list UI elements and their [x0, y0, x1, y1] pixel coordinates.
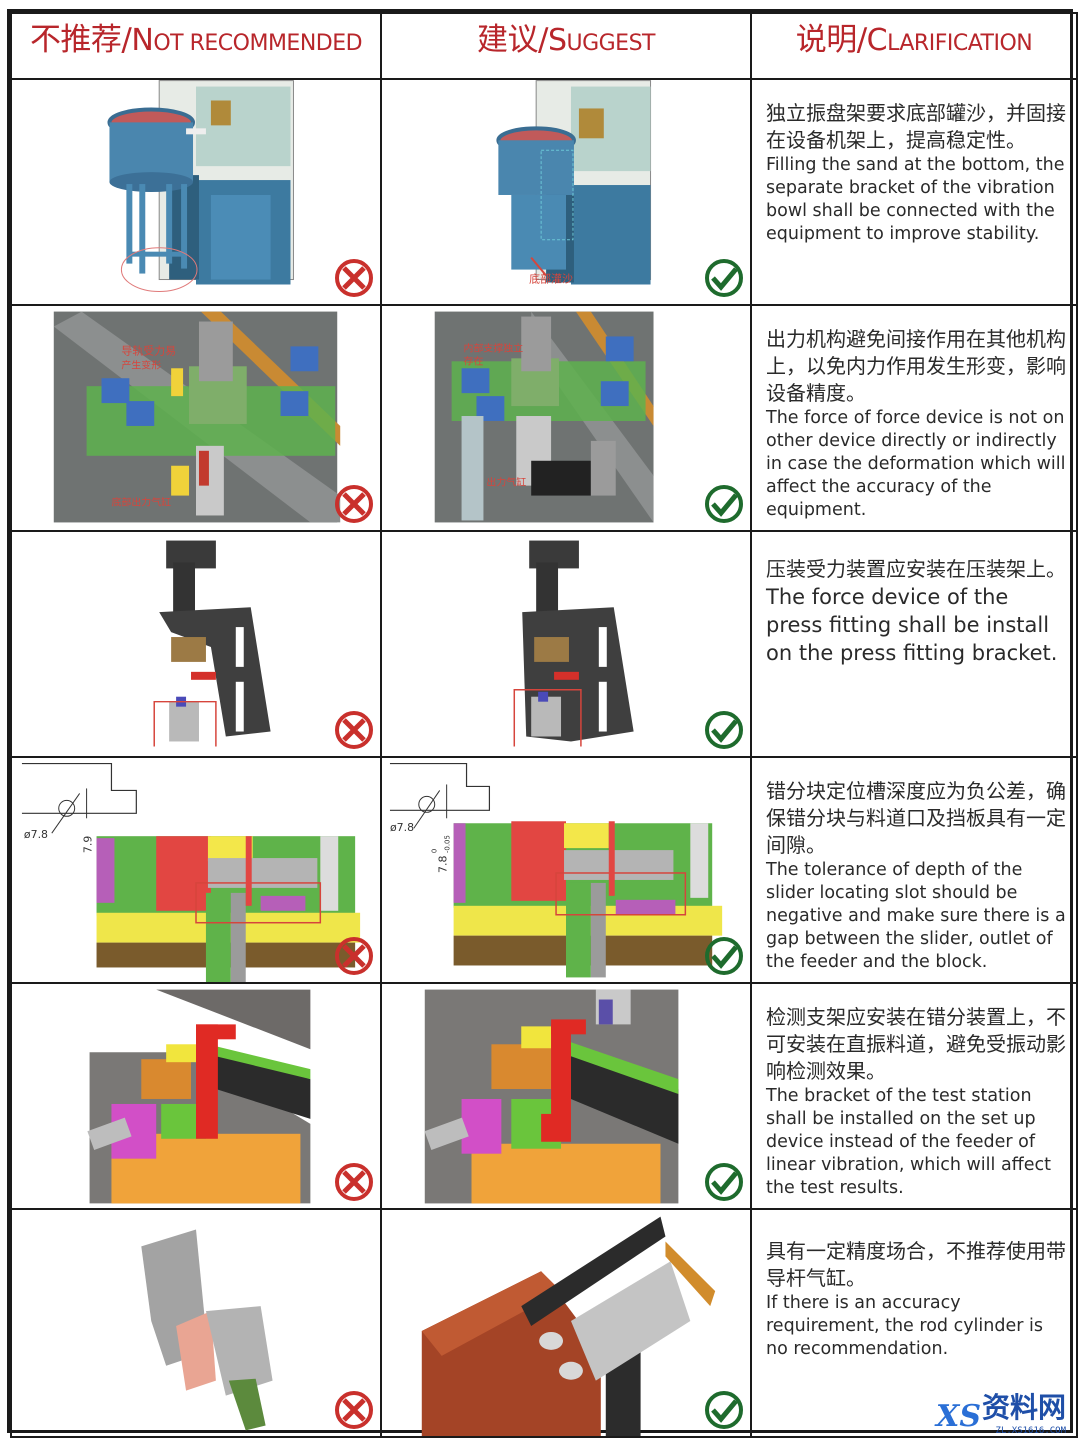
- slider-slot-nominal-image: ø7.8 7.9: [21, 762, 361, 981]
- suggest-cell: [380, 982, 752, 1210]
- cross-icon: [335, 937, 373, 975]
- table-row: 导轨受力易 产生变形 底部出力气缸 内: [10, 304, 1078, 532]
- header-row: 不推荐/NOT RECOMMENDED 建议/SUGGEST 说明/CLARIF…: [10, 12, 1078, 80]
- clarification-en: The force device of the press fitting sh…: [766, 585, 1058, 665]
- not-recommended-cell: [10, 982, 382, 1210]
- annotation: 存在: [464, 354, 484, 367]
- clarification-cell: 检测支架应安装在错分装置上，不可安装在直振料道，避免受振动影响检测效果。 The…: [750, 982, 1078, 1210]
- dimension-diameter: ø7.8: [24, 828, 48, 841]
- watermark-logo-icon: XS: [936, 1399, 981, 1434]
- table-row: 具有一定精度场合，不推荐使用带导杆气缸。 If there is an accu…: [10, 1208, 1078, 1438]
- header-suggest: 建议/SUGGEST: [380, 12, 752, 80]
- check-icon: [705, 485, 743, 523]
- test-bracket-on-feeder-image: [87, 989, 311, 1204]
- test-bracket-on-setup-image: [424, 989, 679, 1204]
- force-mechanism-indirect-image: 导轨受力易 产生变形 底部出力气缸: [53, 311, 341, 523]
- cross-icon: [335, 1163, 373, 1201]
- slider-slot-negative-tolerance-image: ø7.8 7.8 0 -0.05: [390, 762, 723, 978]
- comparison-sheet: 不推荐/NOT RECOMMENDED 建议/SUGGEST 说明/CLARIF…: [7, 9, 1078, 1438]
- clarification-en: The tolerance of depth of the slider loc…: [766, 860, 1066, 972]
- not-recommended-cell: [10, 78, 382, 306]
- clarification-cell: 错分块定位槽深度应为负公差，确保错分块与料道口及挡板具有一定间隙。 The to…: [750, 756, 1078, 984]
- table-row: 底部灌沙 独立振盘架要求底部罐沙，并固接在设备机架上，提高稳定性。 Fillin…: [10, 78, 1078, 306]
- dimension-tolerance-upper: 0: [431, 849, 439, 853]
- not-recommended-cell: [10, 530, 382, 758]
- annotation: 内部支撑独立: [464, 341, 524, 354]
- dimension-diameter: ø7.8: [390, 821, 414, 834]
- clarification-en: Filling the sand at the bottom, the sepa…: [766, 155, 1065, 244]
- watermark-name: 资料网: [981, 1391, 1066, 1424]
- check-icon: [705, 937, 743, 975]
- check-icon: [705, 259, 743, 297]
- watermark-url: ZL.XS1616.COM: [995, 1426, 1066, 1436]
- annotation: 出力气缸: [486, 476, 526, 489]
- dimension-tolerance-lower: -0.05: [444, 835, 452, 853]
- suggest-cell: ø7.8 7.8 0 -0.05: [380, 756, 752, 984]
- clarification-cell: 独立振盘架要求底部罐沙，并固接在设备机架上，提高稳定性。 Filling the…: [750, 78, 1078, 306]
- header-cn: 不推荐/: [29, 22, 132, 58]
- comparison-table: 不推荐/NOT RECOMMENDED 建议/SUGGEST 说明/CLARIF…: [10, 12, 1078, 1438]
- not-recommended-cell: 导轨受力易 产生变形 底部出力气缸: [10, 304, 382, 532]
- clarification-text: 错分块定位槽深度应为负公差，确保错分块与料道口及挡板具有一定间隙。 The to…: [753, 759, 1075, 974]
- header-en-rest: LARIFICATION: [887, 31, 1033, 56]
- header-en-rest: OT RECOMMENDED: [153, 31, 363, 56]
- cross-icon: [335, 711, 373, 749]
- header-en-initial: S: [547, 23, 567, 58]
- header-en-initial: N: [131, 23, 154, 58]
- header-clarification: 说明/CLARIFICATION: [750, 12, 1078, 80]
- press-fitting-off-bracket-image: [153, 540, 271, 747]
- annotation: 产生变形: [121, 358, 161, 371]
- press-fitting-on-bracket-image: [513, 540, 634, 747]
- not-recommended-cell: [10, 1208, 382, 1438]
- annotation: 导轨受力易: [121, 343, 176, 357]
- table-row: 检测支架应安装在错分装置上，不可安装在直振料道，避免受振动影响检测效果。 The…: [10, 982, 1078, 1210]
- clarification-zh: 检测支架应安装在错分装置上，不可安装在直振料道，避免受振动影响检测效果。: [766, 1005, 1066, 1083]
- clarification-zh: 出力机构避免间接作用在其他机构上，以免内力作用发生形变，影响设备精度。: [766, 327, 1066, 405]
- clarification-zh: 具有一定精度场合，不推荐使用带导杆气缸。: [766, 1239, 1066, 1290]
- clarification-text: 检测支架应安装在错分装置上，不可安装在直振料道，避免受振动影响检测效果。 The…: [753, 985, 1075, 1200]
- clarification-en: The force of force device is not on othe…: [766, 408, 1066, 520]
- check-icon: [705, 1163, 743, 1201]
- table-row: ø7.8 7.9: [10, 756, 1078, 984]
- force-mechanism-isolated-image: 内部支撑独立 存在 出力气缸: [434, 311, 654, 523]
- suggest-cell: 底部灌沙: [380, 78, 752, 306]
- annotation: 底部出力气缸: [111, 496, 171, 509]
- cross-icon: [335, 485, 373, 523]
- cross-icon: [335, 259, 373, 297]
- vibration-bowl-sand-base-image: 底部灌沙: [496, 81, 652, 286]
- suggest-cell: 内部支撑独立 存在 出力气缸: [380, 304, 752, 532]
- clarification-cell: 具有一定精度场合，不推荐使用带导杆气缸。 If there is an accu…: [750, 1208, 1078, 1438]
- clarification-zh: 错分块定位槽深度应为负公差，确保错分块与料道口及挡板具有一定间隙。: [766, 779, 1066, 857]
- not-recommended-cell: ø7.8 7.9: [10, 756, 382, 984]
- suggest-cell: [380, 1208, 752, 1438]
- clarification-text: 独立振盘架要求底部罐沙，并固接在设备机架上，提高稳定性。 Filling the…: [753, 81, 1075, 246]
- header-cn: 建议/: [476, 22, 548, 58]
- check-icon: [705, 1391, 743, 1429]
- dimension-depth: 7.9: [82, 836, 95, 853]
- clarification-cell: 出力机构避免间接作用在其他机构上，以免内力作用发生形变，影响设备精度。 The …: [750, 304, 1078, 532]
- suggest-cell: [380, 530, 752, 758]
- header-cn: 说明/: [795, 22, 867, 58]
- clarification-zh: 压装受力装置应安装在压装架上。: [766, 557, 1066, 581]
- header-not-recommended: 不推荐/NOT RECOMMENDED: [10, 12, 382, 80]
- clarification-en: The bracket of the test station shall be…: [766, 1086, 1051, 1198]
- clarification-en: If there is an accuracy requirement, the…: [766, 1293, 1043, 1359]
- clarification-text: 压装受力装置应安装在压装架上。 The force device of the …: [753, 533, 1075, 667]
- slide-table-cylinder-image: [421, 1216, 716, 1435]
- header-en-initial: C: [866, 23, 888, 58]
- check-icon: [705, 711, 743, 749]
- cross-icon: [335, 1391, 373, 1429]
- clarification-cell: 压装受力装置应安装在压装架上。 The force device of the …: [750, 530, 1078, 758]
- clarification-zh: 独立振盘架要求底部罐沙，并固接在设备机架上，提高稳定性。: [766, 101, 1066, 152]
- header-en-rest: UGGEST: [566, 31, 655, 56]
- dimension-depth: 7.8: [437, 856, 450, 873]
- clarification-text: 出力机构避免间接作用在其他机构上，以免内力作用发生形变，影响设备精度。 The …: [753, 307, 1075, 522]
- clarification-text: 具有一定精度场合，不推荐使用带导杆气缸。 If there is an accu…: [753, 1211, 1075, 1361]
- suggest-annotation: 底部灌沙: [529, 272, 573, 286]
- vibration-bowl-open-stand-image: [107, 81, 294, 292]
- guided-rod-cylinder-image: [141, 1229, 273, 1431]
- table-row: 压装受力装置应安装在压装架上。 The force device of the …: [10, 530, 1078, 758]
